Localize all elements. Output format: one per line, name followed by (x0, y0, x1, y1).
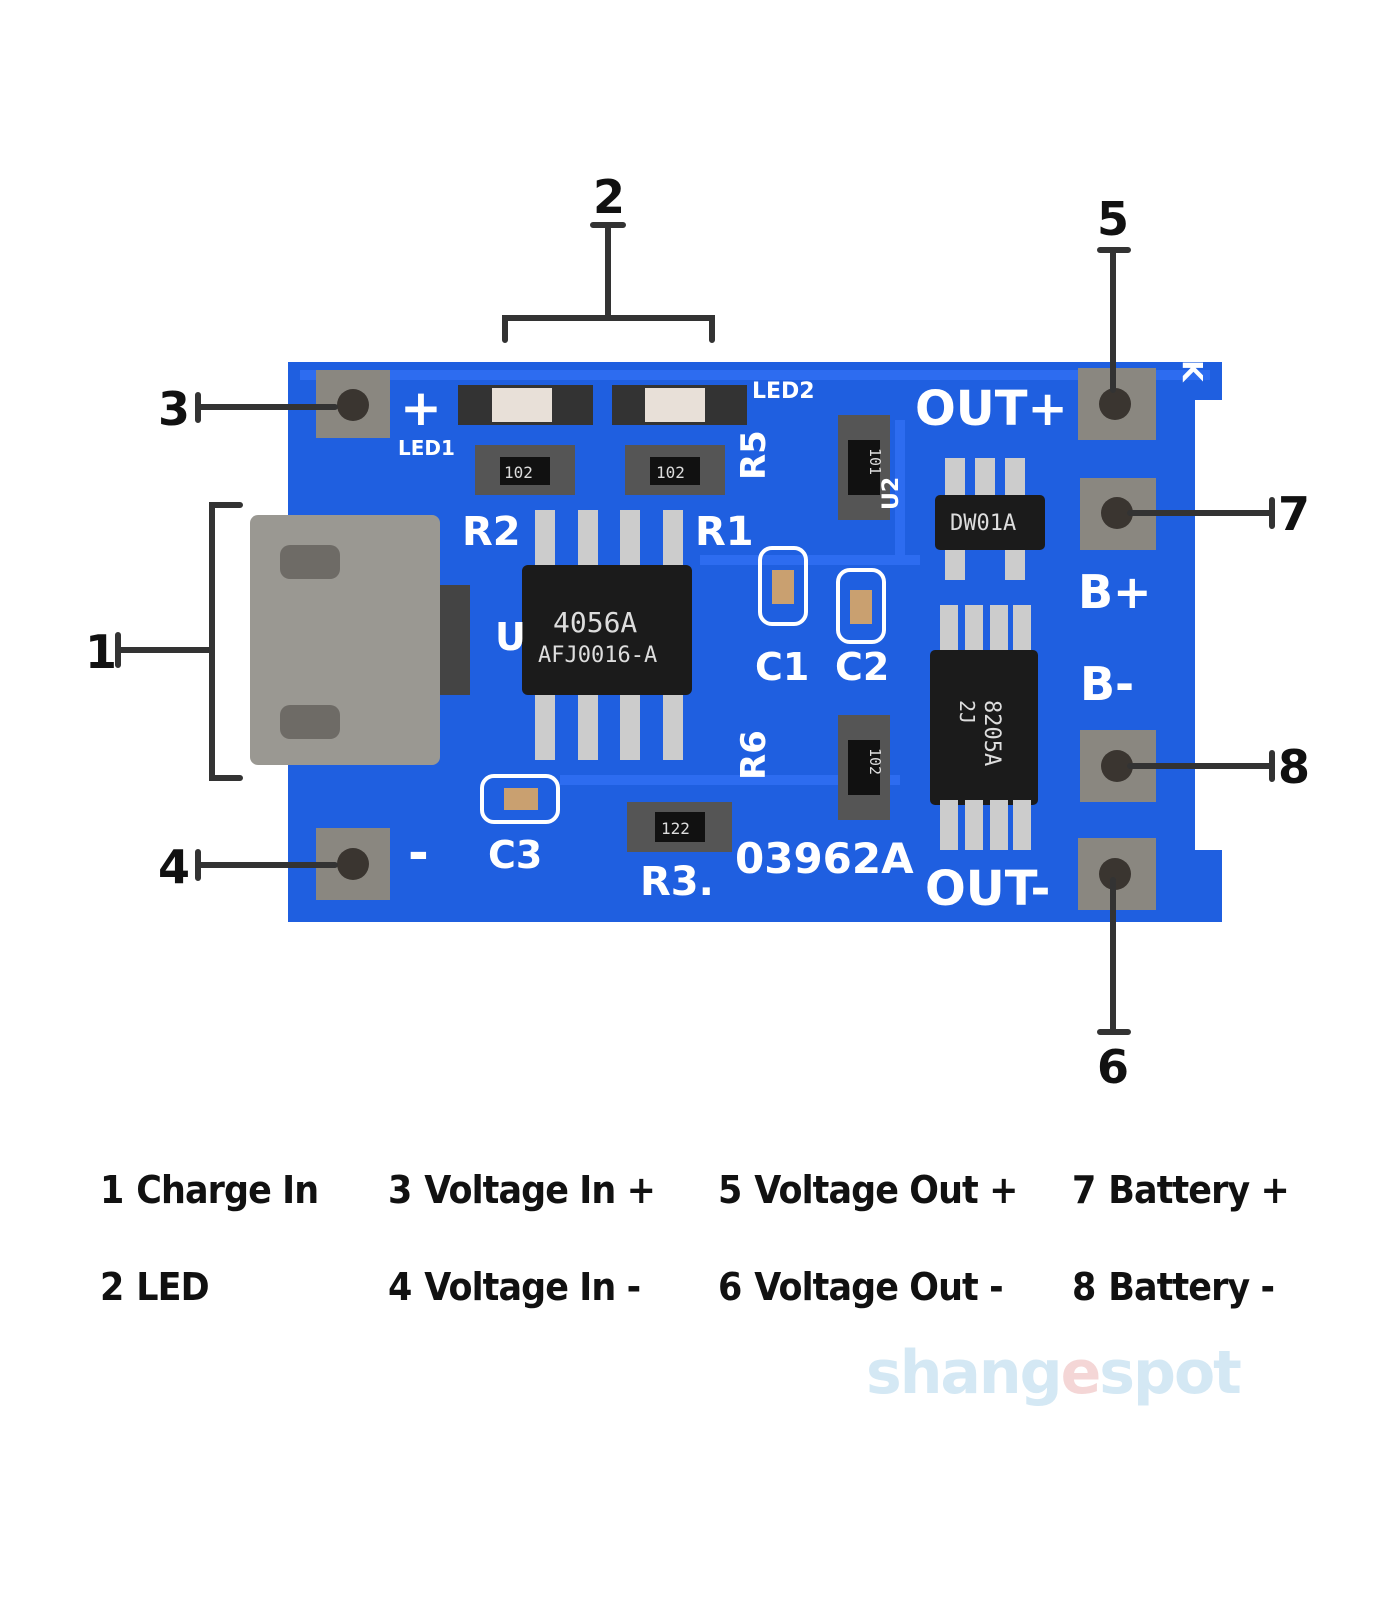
callout-8: 8 (1278, 740, 1310, 794)
watermark-logo: shangespot (866, 1338, 1242, 1408)
silk-k: K (1176, 360, 1209, 383)
svg-text:AFJ0016-A: AFJ0016-A (538, 643, 657, 668)
silk-board-code: 03962A (735, 834, 914, 883)
callout-1: 1 (85, 625, 117, 679)
svg-text:4056A: 4056A (553, 606, 637, 639)
svg-text:2J: 2J (955, 700, 979, 724)
pad-voltage-in-minus (316, 828, 390, 900)
callout-2: 2 (593, 170, 625, 224)
silk-r1: R1 (695, 509, 754, 555)
silk-b-plus: B+ (1078, 565, 1152, 619)
silk-b-minus: B- (1080, 657, 1134, 711)
resistor-r5: 101 (838, 415, 890, 520)
callout-6: 6 (1097, 1040, 1129, 1094)
ic-dw01a: DW01A (935, 458, 1045, 580)
svg-text:8205A: 8205A (979, 700, 1004, 766)
resistor-r2: 102 (475, 445, 575, 495)
svg-text:102: 102 (504, 463, 533, 482)
resistor-r1: 102 (625, 445, 725, 495)
silk-c2: C2 (835, 645, 889, 689)
ic-tp4056: 4056A AFJ0016-A (522, 510, 692, 760)
capacitor-c1 (758, 546, 808, 626)
svg-text:DW01A: DW01A (950, 511, 1016, 536)
silk-out-plus: OUT+ (915, 381, 1068, 437)
callout-7: 7 (1278, 487, 1310, 541)
silk-u2: U2 (879, 477, 904, 510)
silk-led1: LED1 (398, 436, 455, 460)
callout-lines (115, 222, 1275, 1035)
callout-4: 4 (158, 840, 190, 894)
pad-out-plus (1078, 368, 1156, 440)
svg-text:102: 102 (866, 748, 884, 775)
silk-plus: + (400, 379, 442, 437)
ic-8205a: 8205A 2J (930, 605, 1038, 850)
silk-r3: R3. (640, 859, 714, 905)
svg-text:102: 102 (656, 463, 685, 482)
callout-5: 5 (1097, 192, 1129, 246)
capacitor-c2 (836, 568, 886, 644)
svg-text:101: 101 (866, 448, 884, 475)
silk-c3: C3 (488, 833, 542, 877)
callout-3: 3 (158, 382, 190, 436)
silk-r6: R6 (734, 730, 774, 780)
micro-usb-connector (250, 515, 470, 765)
resistor-r6: 102 (838, 715, 890, 820)
capacitor-c3 (480, 774, 560, 824)
silk-out-minus: OUT- (925, 861, 1050, 917)
resistor-r3: 122 (627, 802, 732, 852)
silk-led2: LED2 (752, 379, 815, 404)
silk-r5: R5 (734, 430, 774, 480)
silk-r2: R2 (462, 509, 521, 555)
led1 (458, 385, 593, 425)
silk-c1: C1 (755, 645, 809, 689)
svg-text:122: 122 (661, 819, 690, 838)
led2 (612, 385, 747, 425)
silk-u1: U (495, 615, 526, 659)
pad-out-minus (1078, 838, 1156, 910)
silk-minus: - (408, 824, 429, 882)
